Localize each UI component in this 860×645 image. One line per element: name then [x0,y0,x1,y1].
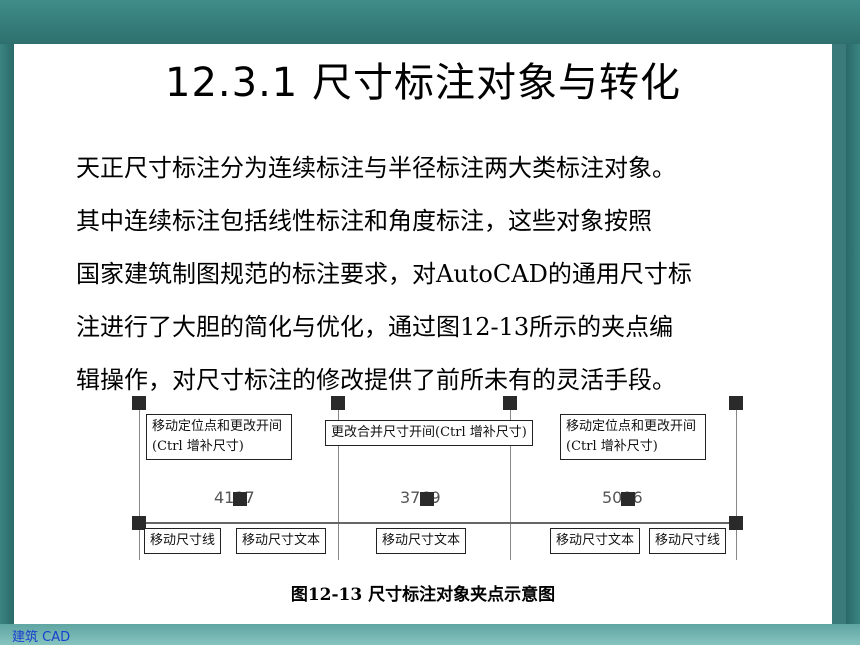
grip-handle[interactable] [132,516,146,530]
callout-text: 移动定位点和更改开间 [566,419,697,434]
callout-text: 移动定位点和更改开间 [152,419,283,434]
dimension-line [139,522,737,524]
extension-line [510,410,511,560]
grip-diagram: 4117 3769 5096 移动定位点和更改开间 (Ctrl 增补尺寸) 更改… [132,396,752,576]
callout-box: 更改合并尺寸开间(Ctrl 增补尺寸) [325,420,533,446]
paragraph-line: 注进行了大胆的简化与优化，通过图12-13所示的夹点编 [76,313,674,341]
bottom-banner [0,624,860,645]
grip-handle[interactable] [132,396,146,410]
callout-box: 移动定位点和更改开间 (Ctrl 增补尺寸) [146,414,292,460]
extension-line [736,410,737,560]
grip-handle[interactable] [729,396,743,410]
left-border [0,44,14,624]
grip-handle[interactable] [621,492,635,506]
callout-box: 移动尺寸文本 [376,528,467,554]
grip-handle[interactable] [233,492,247,506]
grip-handle[interactable] [420,492,434,506]
paragraph-line: 国家建筑制图规范的标注要求，对AutoCAD的通用尺寸标 [76,260,692,288]
callout-box: 移动尺寸线 [649,528,727,554]
callout-box: 移动尺寸线 [144,528,222,554]
footer-label: 建筑 CAD [12,630,71,645]
paragraph-line: 天正尺寸标注分为连续标注与半径标注两大类标注对象。 [76,154,676,182]
figure-caption: 图12-13 尺寸标注对象夹点示意图 [290,585,556,605]
grip-handle[interactable] [729,516,743,530]
paragraph-line: 其中连续标注包括线性标注和角度标注，这些对象按照 [76,207,652,235]
callout-box: 移动尺寸文本 [550,528,641,554]
right-border [846,44,860,624]
callout-box: 移动定位点和更改开间 (Ctrl 增补尺寸) [560,414,706,460]
callout-text: (Ctrl 增补尺寸) [152,439,244,454]
extension-line [338,410,339,560]
callout-box: 移动尺寸文本 [236,528,327,554]
slide-title: 12.3.1 尺寸标注对象与转化 [165,60,681,106]
body-paragraph: 天正尺寸标注分为连续标注与半径标注两大类标注对象。 其中连续标注包括线性标注和角… [76,142,796,407]
top-banner [0,0,860,44]
callout-text: (Ctrl 增补尺寸) [566,439,658,454]
grip-handle[interactable] [503,396,517,410]
extension-line [139,410,140,560]
callout-text: 更改合并尺寸开间(Ctrl 增补尺寸) [331,425,527,440]
grip-handle[interactable] [331,396,345,410]
slide-content: 12.3.1 尺寸标注对象与转化 天正尺寸标注分为连续标注与半径标注两大类标注对… [14,44,832,624]
paragraph-line: 辑操作，对尺寸标注的修改提供了前所未有的灵活手段。 [76,366,676,394]
